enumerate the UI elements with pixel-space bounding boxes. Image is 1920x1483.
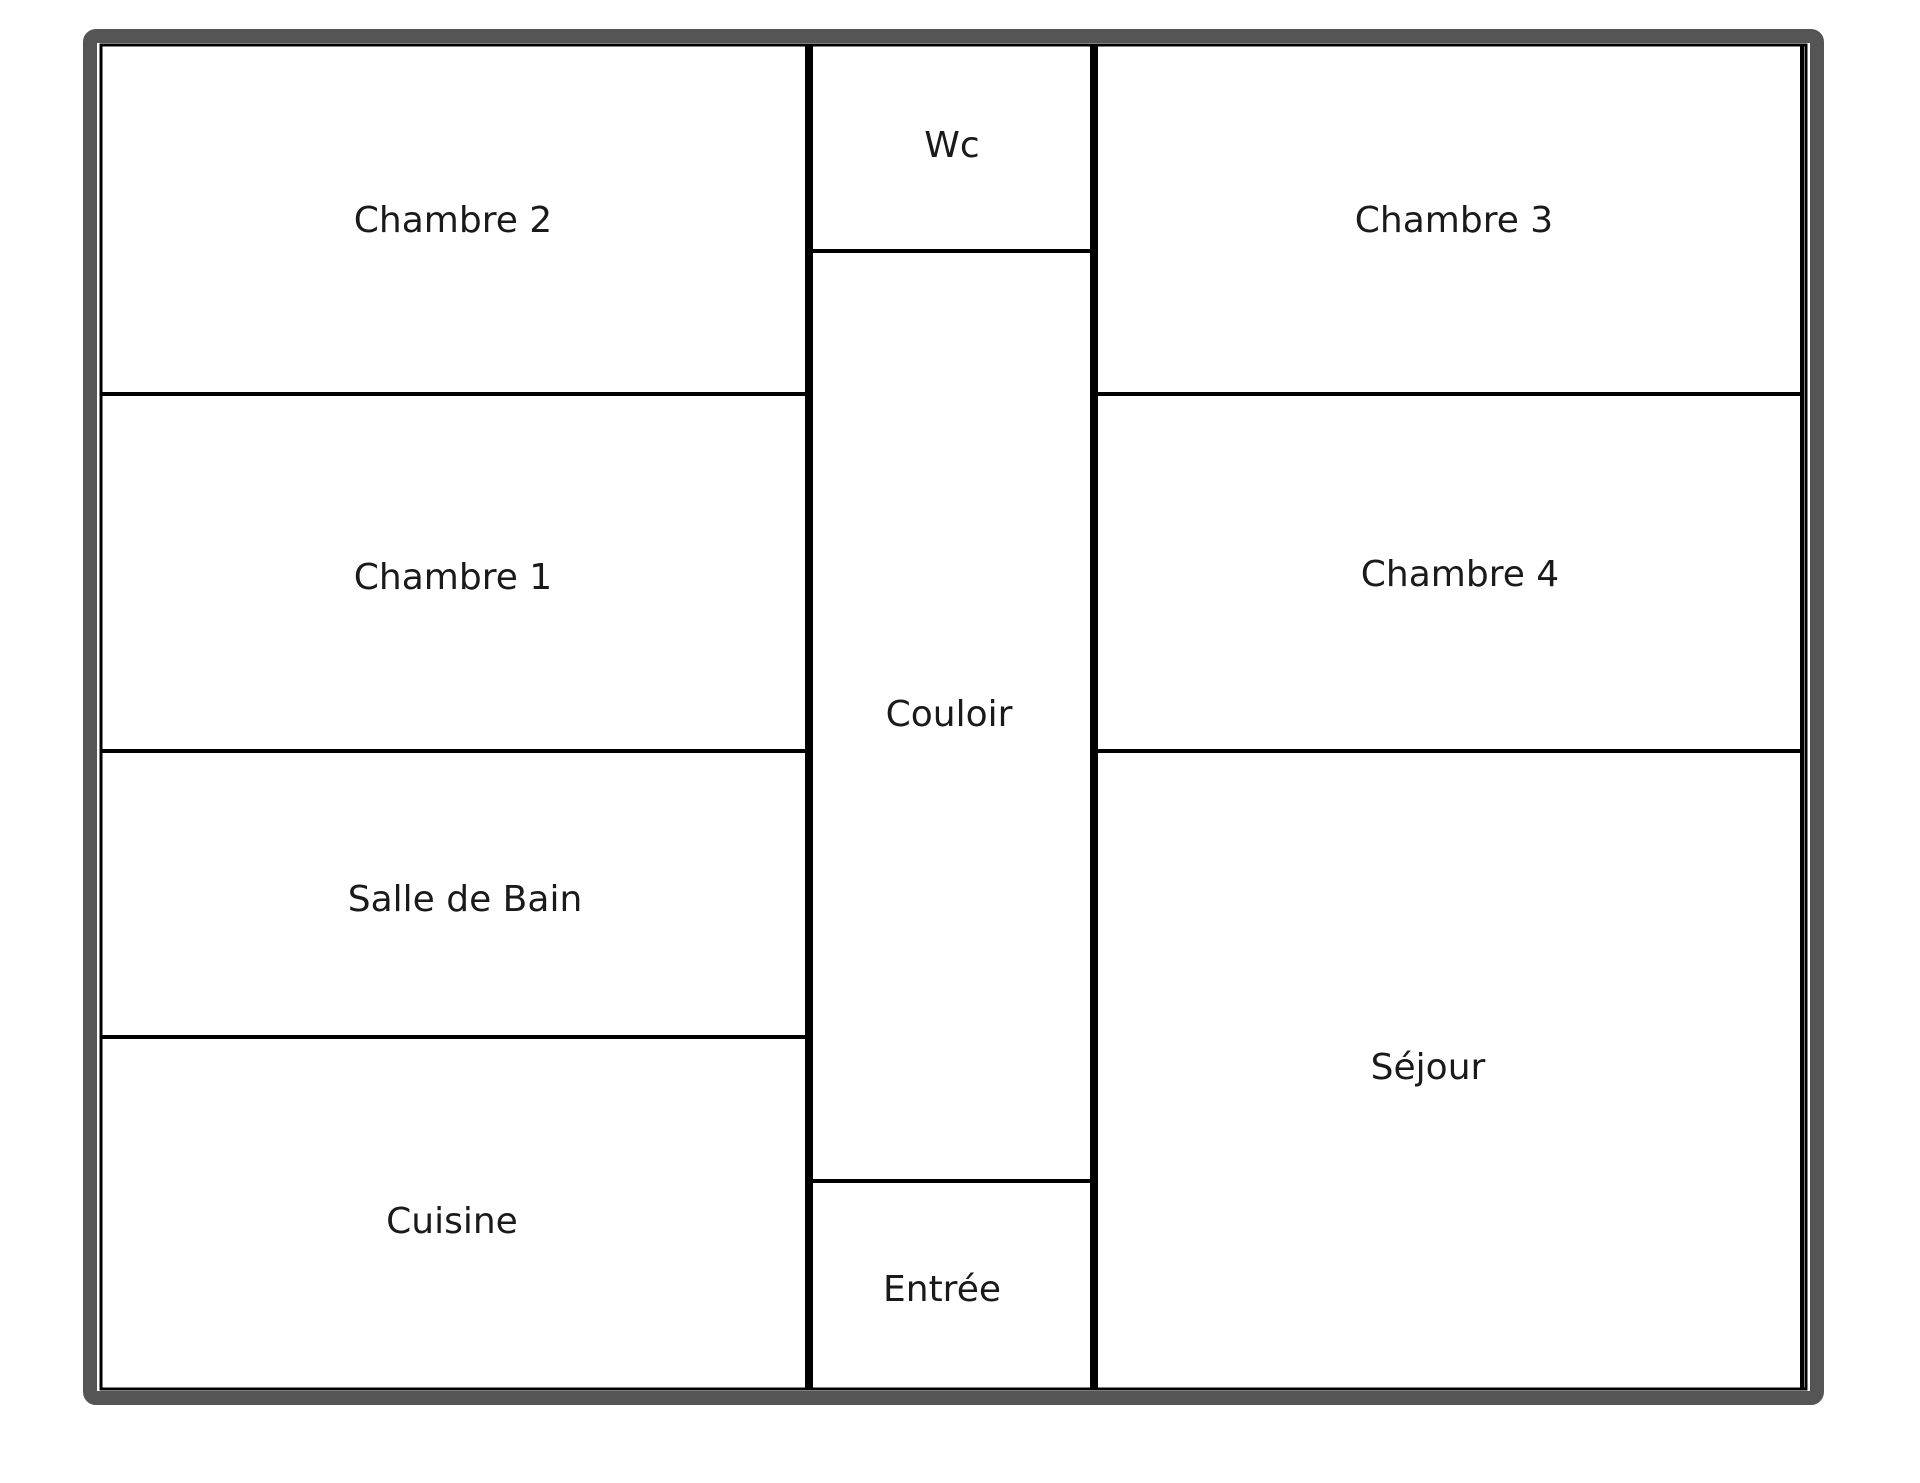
- interior-walls: [101, 45, 1804, 1389]
- label-wc: Wc: [924, 125, 979, 166]
- label-chambre-4: Chambre 4: [1361, 554, 1559, 595]
- label-chambre-2: Chambre 2: [354, 200, 552, 241]
- label-sejour: Séjour: [1371, 1047, 1486, 1088]
- outer-wall: [83, 29, 1824, 1405]
- room-labels: Chambre 2 Wc Chambre 3 Chambre 1 Chambre…: [348, 125, 1559, 1310]
- label-entree: Entrée: [883, 1269, 1001, 1310]
- label-chambre-1: Chambre 1: [354, 557, 552, 598]
- outer-wall-inner-edge: [99, 43, 1808, 1391]
- label-cuisine: Cuisine: [386, 1201, 518, 1242]
- label-couloir: Couloir: [886, 694, 1013, 735]
- label-salle-de-bain: Salle de Bain: [348, 879, 583, 920]
- label-chambre-3: Chambre 3: [1355, 200, 1553, 241]
